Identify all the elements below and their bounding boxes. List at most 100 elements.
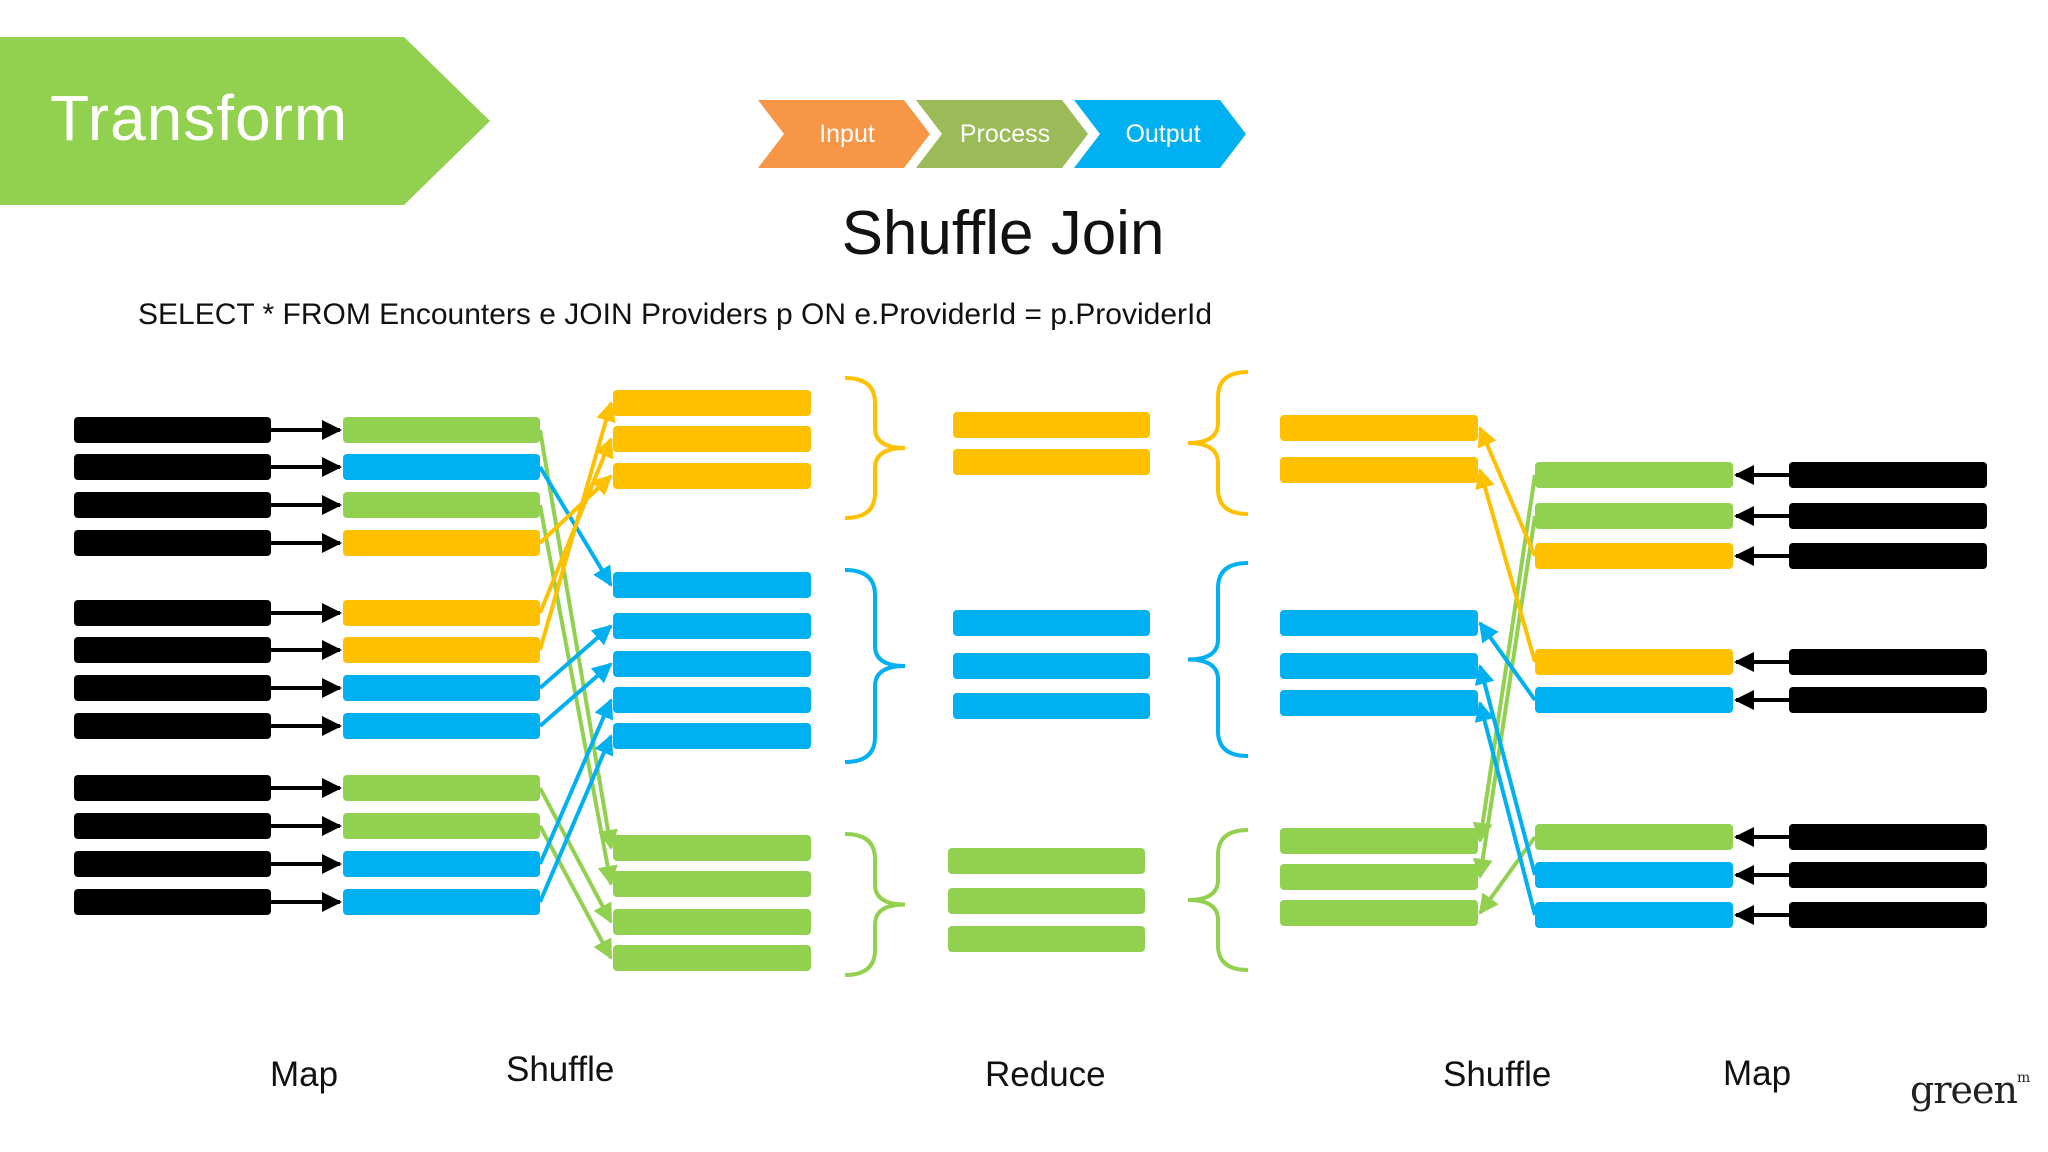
shuffle-line-right [1477, 426, 1537, 557]
label-map-right: Map [1723, 1054, 1792, 1093]
reduce-blue-bar [953, 610, 1150, 636]
map-output-bar [343, 454, 540, 480]
reduce-blue-bar [953, 693, 1150, 719]
shuffle-line-right [1474, 701, 1537, 916]
shuffle-green-bar [613, 945, 811, 971]
map-output-bar [343, 851, 540, 877]
map-input-bar [74, 713, 271, 739]
right-map-input-bar [1789, 503, 1987, 529]
right-shuffle-green-bar [1280, 864, 1478, 890]
map-input-bar [74, 813, 271, 839]
shuffle-yellow-bar [613, 390, 811, 416]
shuffle-line-right [1472, 474, 1537, 843]
shuffle-line-left [538, 825, 613, 960]
map-output-bar [343, 675, 540, 701]
shuffle-line-right [1475, 468, 1537, 663]
shuffle-blue-bar [613, 613, 811, 639]
reduce-green-bar [948, 888, 1145, 914]
map-output-bar [343, 600, 540, 626]
map-output-bar [343, 775, 540, 801]
slide-title: Shuffle Join [841, 199, 1165, 268]
right-map-output-bar [1535, 462, 1733, 488]
shuffle-line-left [538, 698, 614, 865]
map-input-bar [74, 889, 271, 915]
map-output-bar [343, 637, 540, 663]
shuffle-blue-bar [613, 687, 811, 713]
map-output-bar [343, 417, 540, 443]
right-shuffle-yellow-bar [1280, 415, 1478, 441]
map-input-bar [74, 417, 271, 443]
right-map-output-bar [1535, 687, 1733, 713]
map-output-bar [343, 813, 540, 839]
right-map-input-bar [1789, 462, 1987, 488]
reduce-yellow-bar [953, 412, 1150, 438]
map-input-bar [74, 530, 271, 556]
label-reduce: Reduce [985, 1055, 1106, 1094]
right-map-input-bar [1789, 687, 1987, 713]
right-map-output-bar [1535, 503, 1733, 529]
map-input-bar [74, 600, 271, 626]
right-map-input-bar [1789, 824, 1987, 850]
shuffle-line-right [1478, 621, 1537, 702]
shuffle-yellow-bar [613, 463, 811, 489]
right-map-output-bar [1535, 649, 1733, 675]
map-input-bar [74, 851, 271, 877]
sql-query: SELECT * FROM Encounters e JOIN Provider… [138, 298, 1213, 331]
label-shuffle-right: Shuffle [1443, 1055, 1552, 1094]
label-map-left: Map [270, 1055, 339, 1094]
map-output-bar [343, 492, 540, 518]
shuffle-line-left [538, 429, 618, 850]
reduce-blue-bar [953, 653, 1150, 679]
brace-blue-left [844, 568, 906, 764]
right-map-input-bar [1789, 902, 1987, 928]
map-output-bar [343, 889, 540, 915]
brace-green-left [844, 832, 906, 977]
section-title: Transform [50, 82, 349, 154]
shuffle-line-right [1478, 835, 1537, 915]
right-map-output-bar [1535, 543, 1733, 569]
map-input-bar [74, 492, 271, 518]
right-shuffle-blue-bar [1280, 690, 1478, 716]
shuffle-green-bar [613, 871, 811, 897]
shuffle-line-left [538, 734, 614, 903]
brace-green-right [1187, 828, 1249, 972]
reduce-yellow-bar [953, 449, 1150, 475]
right-map-output-bar [1535, 824, 1733, 850]
brace-yellow-right [1187, 370, 1249, 516]
shuffle-line-left [538, 401, 616, 651]
reduce-green-bar [948, 848, 1145, 874]
step-process: Process [916, 100, 1088, 168]
map-input-bar [74, 775, 271, 801]
shuffle-line-left [538, 474, 613, 545]
map-input-bar [74, 637, 271, 663]
map-input-bar [74, 675, 271, 701]
right-shuffle-blue-bar [1280, 653, 1478, 679]
map-output-bar [343, 713, 540, 739]
shuffle-line-left [538, 624, 613, 690]
step-output: Output [1074, 100, 1246, 168]
brace-yellow-left [844, 376, 906, 520]
shuffle-blue-bar [613, 723, 811, 749]
right-shuffle-yellow-bar [1280, 457, 1478, 483]
right-map-output-bar [1535, 902, 1733, 928]
right-map-input-bar [1789, 649, 1987, 675]
shuffle-blue-bar [613, 651, 811, 677]
label-shuffle-left: Shuffle [506, 1050, 615, 1089]
shuffle-line-right [1472, 515, 1537, 879]
shuffle-green-bar [613, 835, 811, 861]
brace-blue-right [1187, 561, 1249, 758]
right-map-output-bar [1535, 862, 1733, 888]
right-shuffle-green-bar [1280, 828, 1478, 854]
shuffle-yellow-bar [613, 426, 811, 452]
shuffle-line-left [538, 662, 613, 728]
shuffle-line-right [1474, 664, 1537, 876]
right-shuffle-blue-bar [1280, 610, 1478, 636]
shuffle-line-left [538, 787, 613, 924]
map-input-bar [74, 454, 271, 480]
shuffle-blue-bar [613, 572, 811, 598]
step-input: Input [758, 100, 930, 168]
green-logo: greenm [1910, 1068, 2030, 1112]
right-map-input-bar [1789, 543, 1987, 569]
map-output-bar [343, 530, 540, 556]
